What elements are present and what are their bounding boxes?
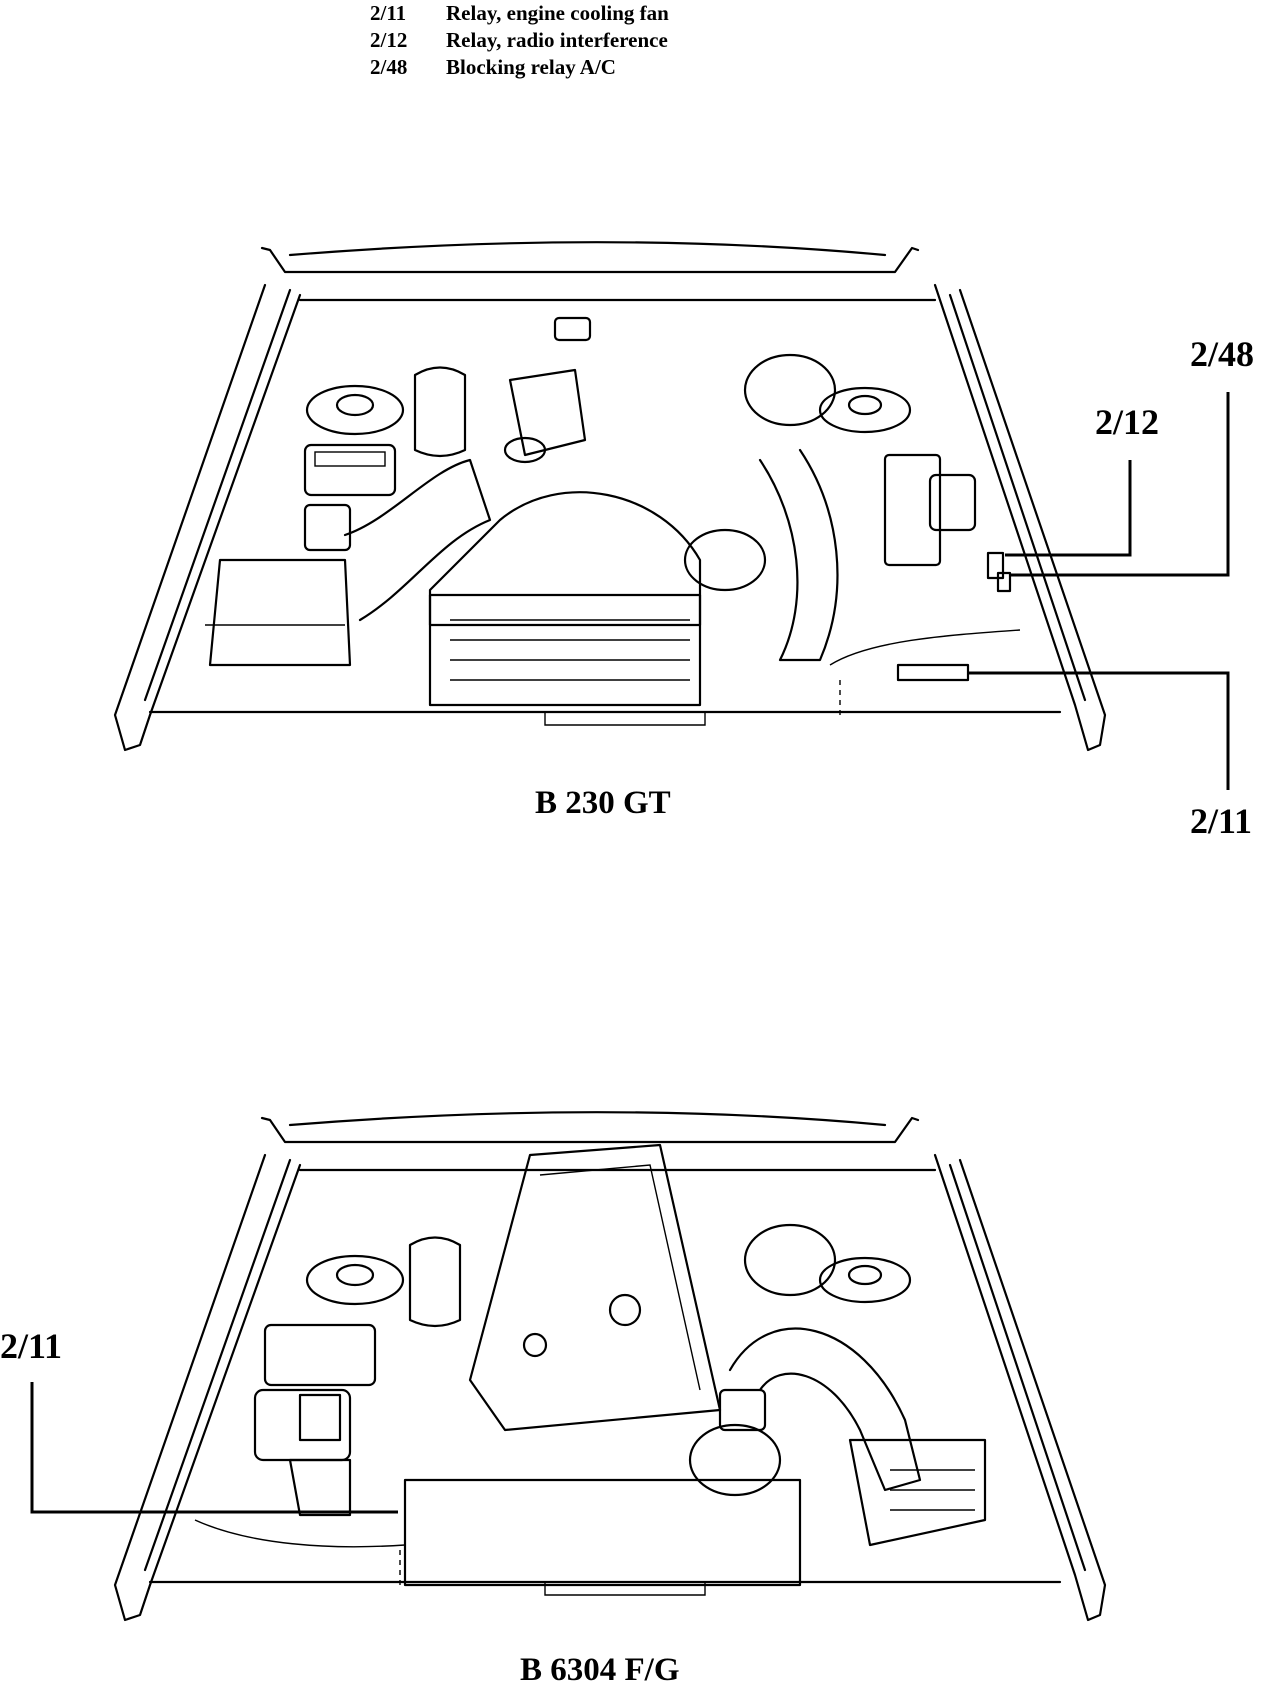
relay-2-12: [986, 551, 1005, 580]
battery: [263, 1323, 377, 1387]
right-strut-tower: [818, 386, 912, 434]
legend-code: 2/12: [370, 28, 408, 52]
leader-2-11: [968, 671, 1230, 790]
callout-2-11: 2/11: [1190, 801, 1253, 841]
reservoir: [408, 1236, 462, 1328]
callout-2-48: 2/48: [1190, 334, 1255, 374]
legend-code: 2/48: [370, 55, 408, 79]
relay-2-48: [996, 571, 1012, 593]
engine-bay-bottom-drawing: [30, 1111, 1107, 1622]
front-latch: [544, 712, 706, 726]
legend: 2/11 Relay, engine cooling fan 2/12 Rela…: [370, 0, 669, 81]
right-strut-cap: [847, 394, 883, 416]
diagram-title-bottom: B 6304 F/G: [520, 1652, 680, 1688]
distributor-cap: [503, 436, 547, 464]
leader-2-12: [1005, 460, 1132, 557]
oil-cap-small: [522, 1332, 548, 1358]
valve-cover: [468, 1143, 722, 1432]
valve-cover: [428, 491, 702, 627]
engine-bay-top-drawing: [113, 241, 1230, 790]
left-fender: [113, 1153, 302, 1622]
right-box-fins: [890, 1469, 975, 1511]
left-fender: [113, 283, 302, 752]
distributor: [508, 368, 587, 457]
legend-code: 2/11: [370, 1, 407, 25]
relay-2-11: [896, 663, 970, 682]
intercooler-fins: [450, 619, 690, 681]
wiring: [194, 1519, 406, 1548]
turbo-hose: [758, 448, 839, 662]
left-strut-cap: [335, 1263, 375, 1287]
right-fender-inner: [948, 1163, 1087, 1572]
hood-edge: [260, 1116, 920, 1144]
front-latch: [544, 1582, 706, 1596]
filter-canister: [688, 1423, 782, 1497]
hood-edge: [260, 246, 920, 274]
relay-bracket: [288, 1458, 352, 1517]
legend-row-2-11: 2/11 Relay, engine cooling fan: [370, 0, 669, 27]
hood-front: [288, 1111, 887, 1127]
relay-box: [253, 1388, 352, 1462]
intake-hose: [343, 458, 492, 622]
turbo-air-filter: [743, 353, 837, 427]
intercooler: [428, 593, 702, 707]
leader-2-48: [1010, 392, 1230, 577]
legend-row-2-12: 2/12 Relay, radio interference: [370, 27, 669, 54]
left-strut-cap: [335, 393, 375, 417]
left-strut-tower: [305, 1254, 405, 1306]
callout-2-11-bottom: 2/11: [0, 1326, 63, 1366]
reservoir: [413, 366, 467, 458]
turbo-housing: [683, 528, 767, 592]
fuel-filter: [553, 316, 592, 342]
abs-pump: [928, 473, 977, 532]
abs-module: [883, 453, 942, 567]
right-fender: [933, 1153, 1107, 1622]
right-strut-cap: [847, 1264, 883, 1286]
box-component: [303, 503, 352, 552]
wiring: [829, 629, 1021, 666]
right-box: [848, 1438, 987, 1547]
filter-top: [718, 1388, 767, 1432]
legend-description: Relay, engine cooling fan: [446, 1, 669, 25]
intake-hose: [728, 1327, 922, 1492]
hood-front: [288, 241, 887, 257]
battery-top: [314, 451, 386, 467]
legend-description: Blocking relay A/C: [446, 55, 616, 79]
left-strut-tower: [305, 384, 405, 436]
right-fender-inner: [948, 293, 1087, 702]
valve-cover-ridge: [539, 1164, 701, 1391]
right-strut-tower: [818, 1256, 912, 1304]
relay-block: [298, 1393, 342, 1442]
radiator-panel: [403, 1478, 802, 1587]
callout-2-12: 2/12: [1095, 402, 1160, 442]
leader-2-11: [30, 1382, 398, 1514]
legend-row-2-48: 2/48 Blocking relay A/C: [370, 54, 669, 81]
legend-description: Relay, radio interference: [446, 28, 668, 52]
right-fender: [933, 283, 1107, 752]
left-fender-inner: [143, 288, 292, 702]
battery: [303, 443, 397, 497]
turbo-air-filter: [743, 1223, 837, 1297]
air-box: [208, 558, 352, 667]
left-fender-inner: [143, 1158, 292, 1572]
oil-cap: [608, 1293, 642, 1327]
diagram-title-top: B 230 GT: [535, 785, 671, 821]
